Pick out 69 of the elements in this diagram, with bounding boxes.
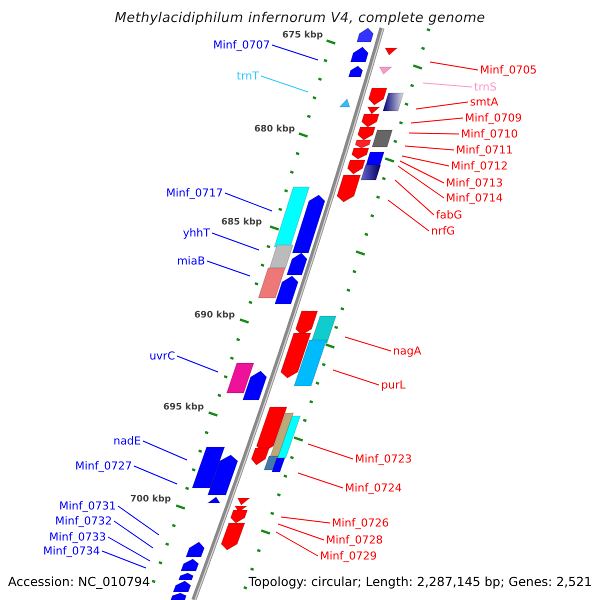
gene-label: Minf_0728 [326, 534, 383, 546]
gene-label: miaB [176, 254, 205, 268]
gene-label: fabG [436, 208, 462, 222]
leader-line [224, 192, 272, 212]
gene-label: nagA [393, 344, 422, 358]
scale-label: 675 kbp [282, 30, 323, 42]
gene-label: Minf_0726 [332, 516, 389, 530]
leader-line [134, 466, 178, 484]
gene-label: trnS [474, 80, 497, 94]
gene-label: nrfG [431, 224, 455, 238]
leader-line [430, 62, 478, 70]
gene-label: Minf_0723 [355, 452, 412, 466]
gene-label: yhhT [182, 226, 210, 240]
gene-label: purL [381, 378, 406, 392]
gene-label: Minf_0709 [465, 112, 522, 124]
leader-line [388, 200, 430, 232]
leader-line [400, 160, 444, 184]
scale-label: 680 kbp [254, 124, 295, 136]
title: Methylacidiphilum infernorum V4, complete genome [114, 10, 486, 26]
scale-label: 695 kbp [163, 402, 204, 414]
gene-label: Minf_0717 [166, 186, 223, 200]
leader-line [280, 516, 330, 524]
gene-label: Minf_0724 [345, 482, 402, 494]
leader-line [332, 370, 380, 386]
leader-line [276, 532, 318, 556]
scale-label: 690 kbp [194, 310, 235, 322]
leader-line [308, 444, 354, 460]
scale-label: 700 kbp [130, 494, 171, 506]
leader-line [176, 356, 218, 372]
gene-label: Minf_0731 [59, 500, 116, 512]
leader-line [394, 180, 434, 216]
leader-line [398, 166, 444, 198]
leader-line [344, 336, 392, 352]
leader-line [108, 536, 150, 562]
leader-line [278, 524, 324, 540]
leader-line [402, 156, 450, 166]
gene-label: Minf_0711 [456, 144, 513, 156]
gene-label: Minf_0710 [461, 128, 518, 140]
leader-line [404, 146, 454, 150]
leader-line [114, 520, 154, 548]
gene-label: Minf_0705 [480, 64, 537, 76]
accession-text: Accession: NC_010794 [8, 575, 150, 589]
scale-label: 685 kbp [221, 218, 262, 228]
leader-line [408, 132, 460, 134]
leader-line [416, 102, 468, 110]
leader-line [102, 550, 146, 568]
gene-label: uvrC [149, 350, 175, 362]
gene-label: Minf_0734 [43, 544, 100, 558]
gene-label: Minf_0729 [320, 550, 377, 562]
leader-line [410, 118, 464, 124]
gene-label: Minf_0712 [451, 160, 508, 172]
gene-label: smtA [470, 96, 498, 108]
leader-line [298, 472, 344, 488]
gene-label: Minf_0707 [213, 38, 270, 52]
leader-line [272, 44, 318, 60]
leader-line [422, 82, 472, 88]
gene-label: nadE [113, 434, 141, 448]
gene-label: Minf_0727 [75, 460, 132, 472]
genome-info-text: Topology: circular; Length: 2,287,145 bp; Genes: 2,521 [248, 575, 592, 589]
leader-line [212, 232, 260, 250]
leader-line [260, 76, 308, 92]
leader-line [118, 506, 160, 536]
leader-line [142, 440, 188, 460]
gene-label: Minf_0733 [49, 530, 106, 544]
gene-label: Minf_0732 [55, 514, 112, 528]
gene-label: Minf_0714 [446, 192, 503, 204]
leader-line [206, 260, 250, 276]
gene-label: Minf_0713 [446, 176, 503, 190]
gene-label: trnT [236, 70, 259, 82]
